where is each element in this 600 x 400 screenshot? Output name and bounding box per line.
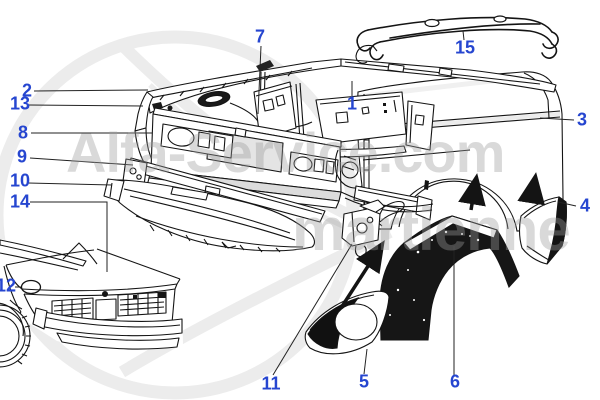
wheel-arch-panel-drawing [379, 215, 520, 341]
front-clip-assembly-drawing [103, 44, 557, 253]
watermark-line1: Alfa-Service.com [66, 121, 504, 184]
watermark-line2: martienne [292, 196, 570, 263]
bumper-bracket-drawing [341, 199, 405, 258]
callout-4: 4 [579, 195, 591, 216]
callout-13: 13 [9, 93, 31, 114]
callout-1: 1 [346, 93, 358, 114]
car-rear-view-drawing [0, 239, 183, 368]
quarter-patch-panel-drawing [519, 196, 567, 265]
callout-11: 11 [261, 373, 281, 394]
front-panel-section-drawing [304, 290, 390, 355]
callout-14: 14 [9, 191, 31, 212]
callout-10: 10 [9, 170, 31, 191]
direction-arrows [339, 172, 546, 309]
upper-valance-strip-drawing [122, 157, 326, 223]
callout-9: 9 [16, 146, 28, 167]
callout-12: 12 [0, 275, 17, 296]
callout-8: 8 [17, 122, 29, 143]
leader-lines [15, 30, 577, 376]
hood-rods-drawing [356, 15, 559, 61]
callout-15: 15 [454, 37, 476, 58]
callout-7: 7 [254, 26, 266, 47]
callout-2: 2 [21, 80, 33, 101]
callout-3: 3 [576, 109, 588, 130]
callout-5: 5 [358, 371, 370, 392]
callout-6: 6 [449, 371, 461, 392]
watermark-text: Alfa-Service.com martienne [66, 121, 571, 263]
